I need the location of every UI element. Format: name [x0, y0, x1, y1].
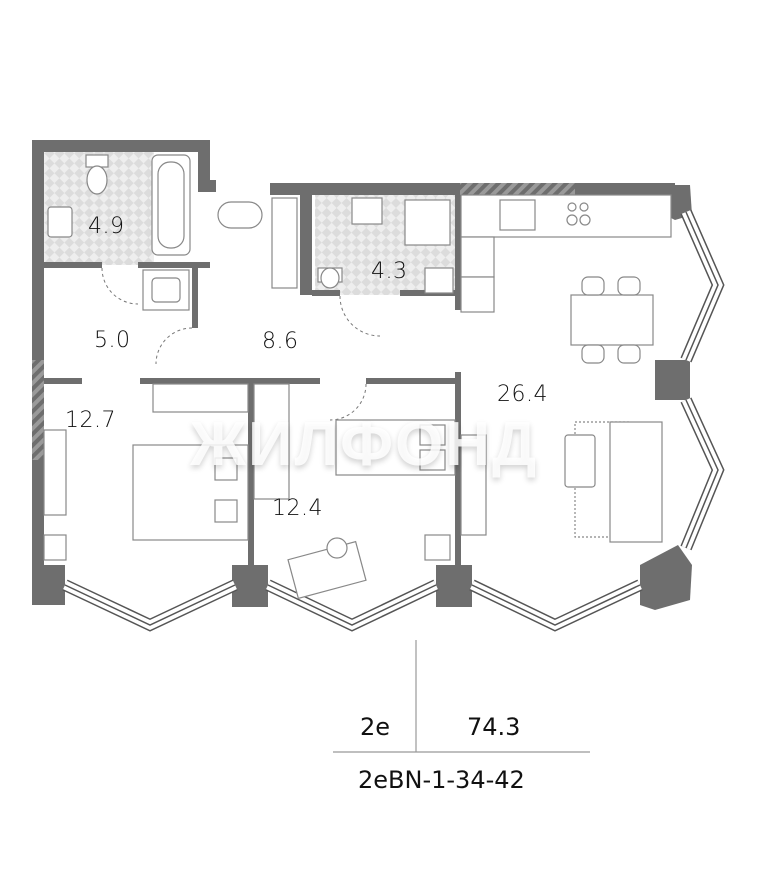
- kitchen-counter: [460, 194, 672, 238]
- wardrobe-bedroom-2: [253, 383, 290, 500]
- furniture: [43, 154, 672, 600]
- sink: [47, 206, 73, 238]
- shower-cabin: [404, 199, 451, 246]
- dining-table: [570, 294, 654, 346]
- doors: [101, 267, 381, 421]
- toilet: [85, 154, 109, 168]
- room-area-living-kitchen: 26.4: [497, 382, 548, 407]
- fridge: [460, 276, 495, 313]
- desk-2: [287, 540, 367, 600]
- plan-code: 2eBN-1-34-42: [358, 766, 525, 794]
- room-area-bathroom-1: 4.9: [88, 214, 125, 239]
- room-area-bedroom-1: 12.7: [65, 408, 116, 433]
- sofa: [609, 421, 663, 543]
- tv-unit: [460, 434, 487, 536]
- armchair: [564, 434, 596, 488]
- info-table-lines: [333, 640, 590, 753]
- wardrobe-hall: [271, 197, 298, 289]
- total-area: 74.3: [467, 713, 521, 741]
- wardrobe-bedroom-1: [152, 383, 249, 413]
- watermark: ЖИЛФОНД: [190, 410, 539, 479]
- oval-tub: [217, 201, 263, 229]
- washer: [424, 267, 454, 294]
- room-area-storage: 5.0: [94, 328, 131, 353]
- room-area-bathroom-2: 4.3: [371, 259, 408, 284]
- room-area-bedroom-2: 12.4: [272, 496, 323, 521]
- rooms-type: 2e: [360, 713, 391, 741]
- walls: [32, 140, 692, 610]
- desk-1: [43, 429, 67, 516]
- room-area-hallway: 8.6: [262, 329, 299, 354]
- windows: [62, 209, 725, 632]
